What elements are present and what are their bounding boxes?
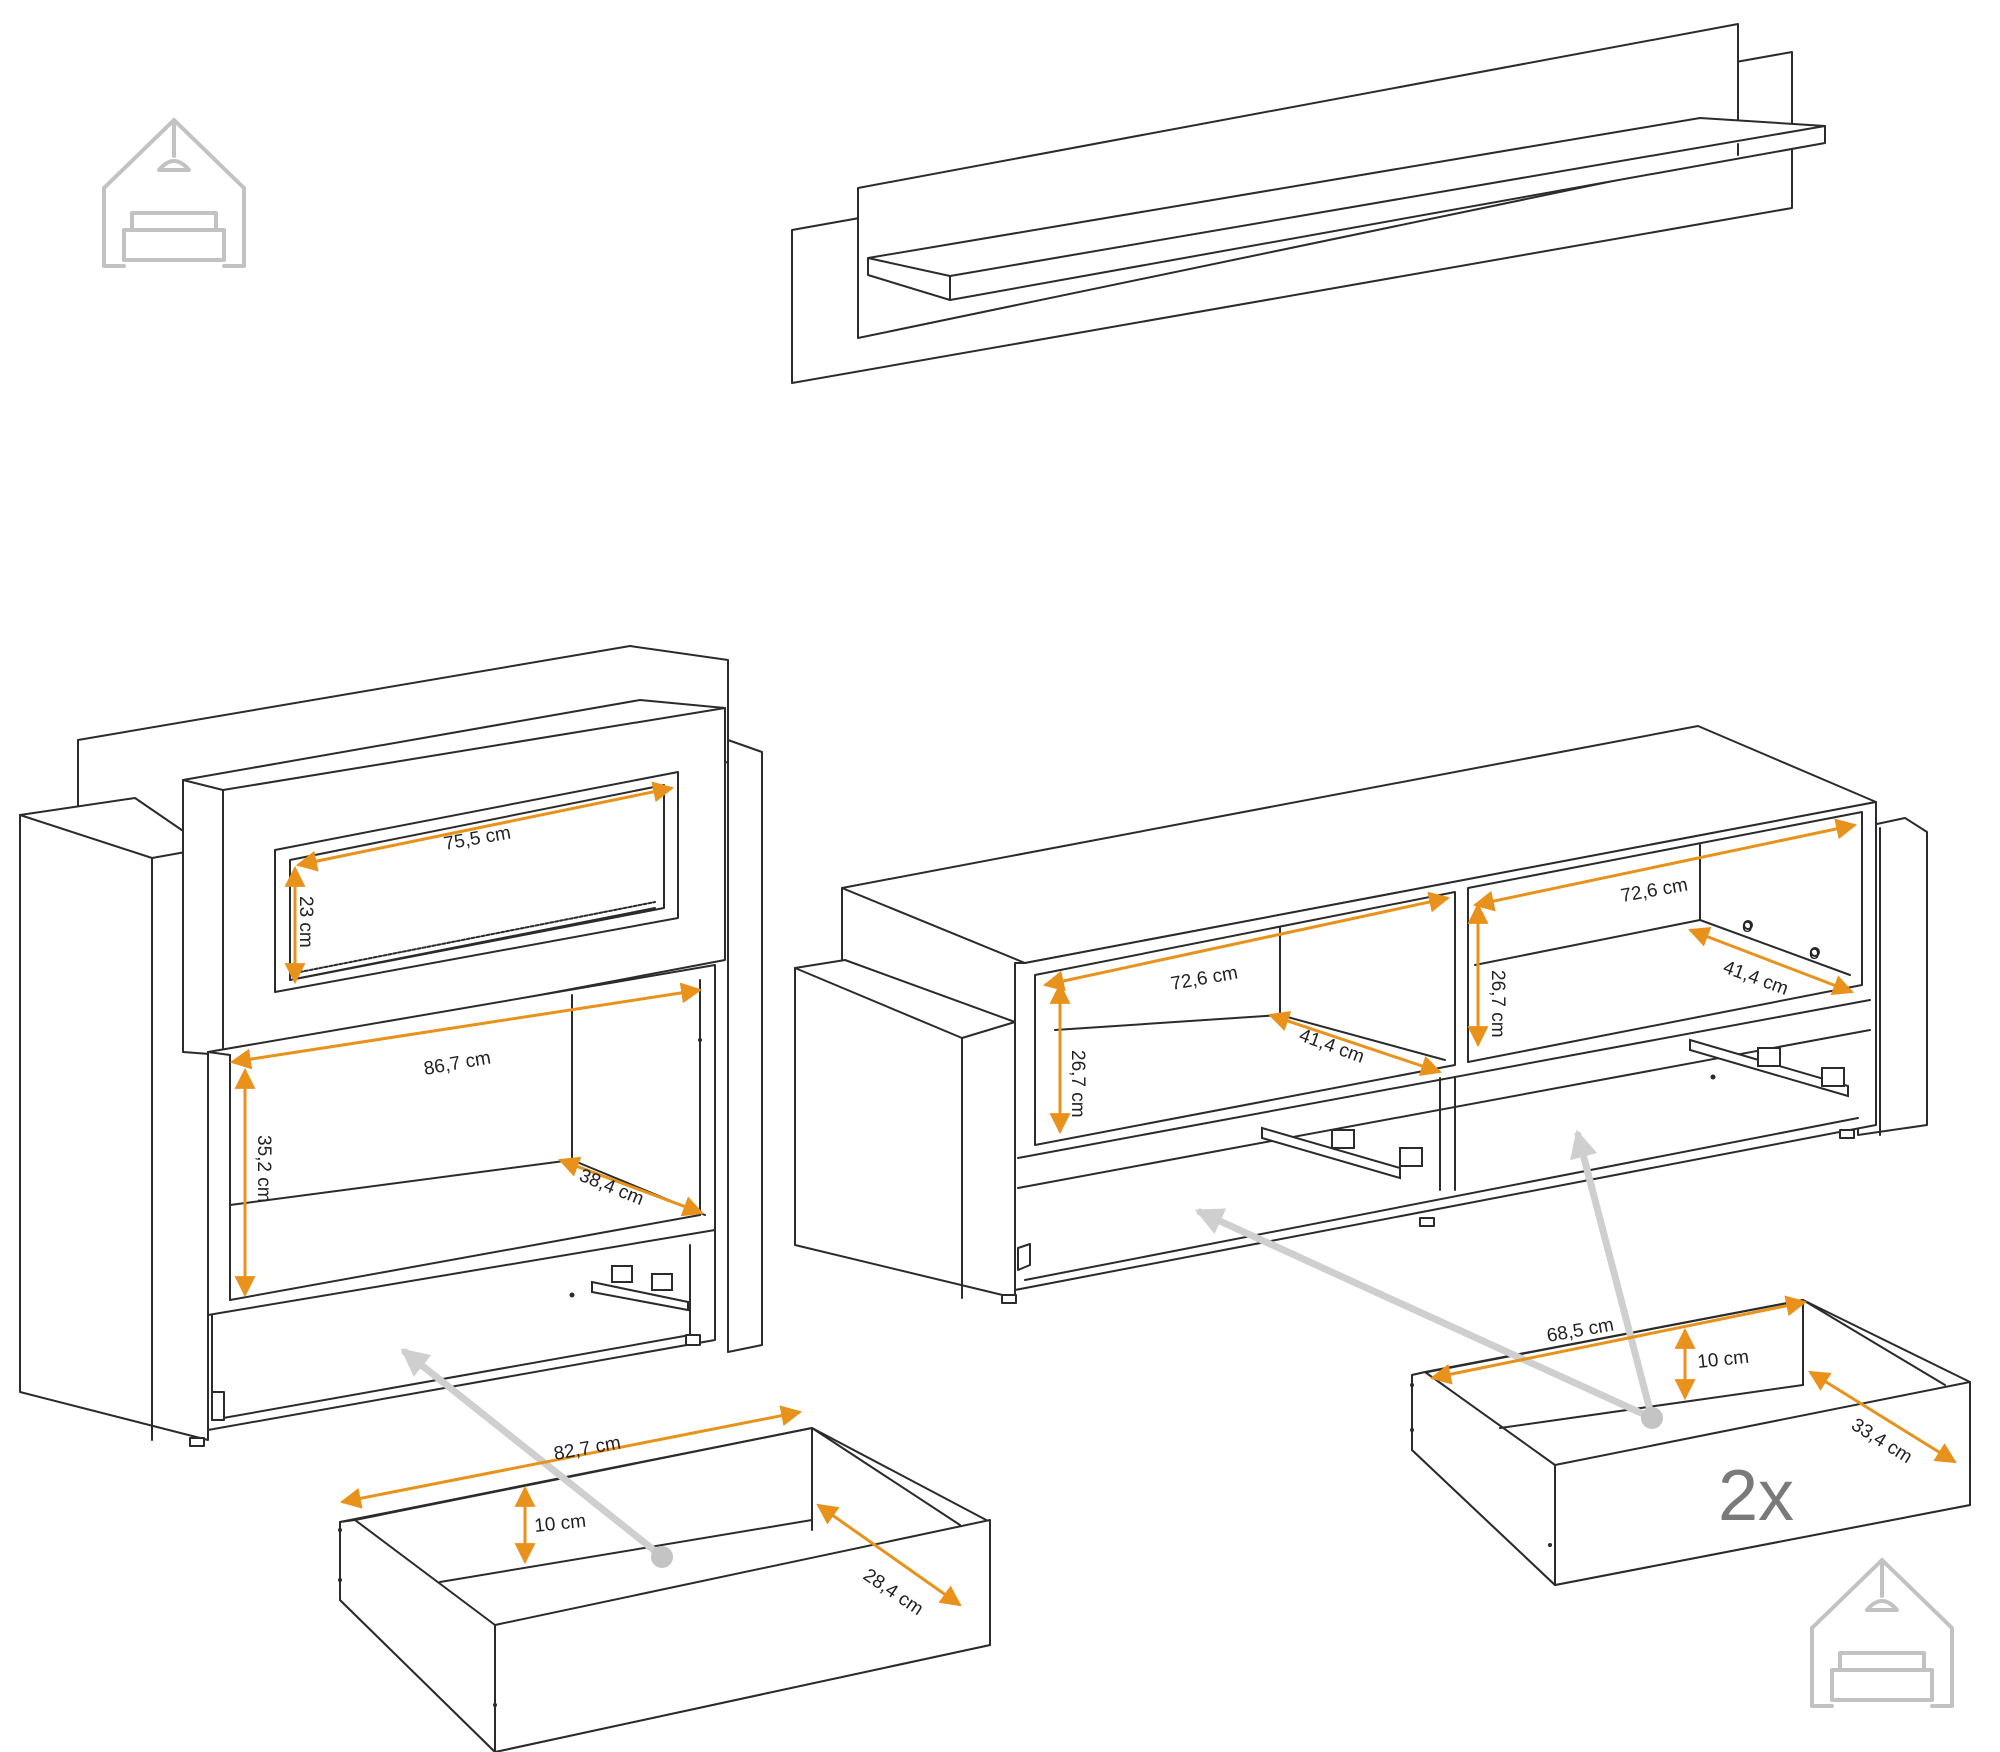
screw-mark-2: o [1809,943,1820,964]
label-tv-right-height: 26,7 cm [1487,970,1508,1038]
quantity-label: 2x [1718,1456,1794,1536]
dimension-lines [229,781,1957,1607]
label-fireplace-height: 23 cm [295,896,316,948]
label-left-niche-height: 35,2 cm [253,1135,274,1203]
house-sofa-icon [102,118,246,268]
label-left-drawer-width: 82,7 cm [552,1433,622,1465]
house-sofa-icon [1810,1558,1954,1708]
wall-shelf [791,23,1826,384]
screw-mark-1: o [1742,916,1753,937]
tv-cabinet [794,725,1928,1304]
fireplace-cabinet [19,645,763,1447]
label-tv-left-height: 26,7 cm [1067,1050,1088,1118]
